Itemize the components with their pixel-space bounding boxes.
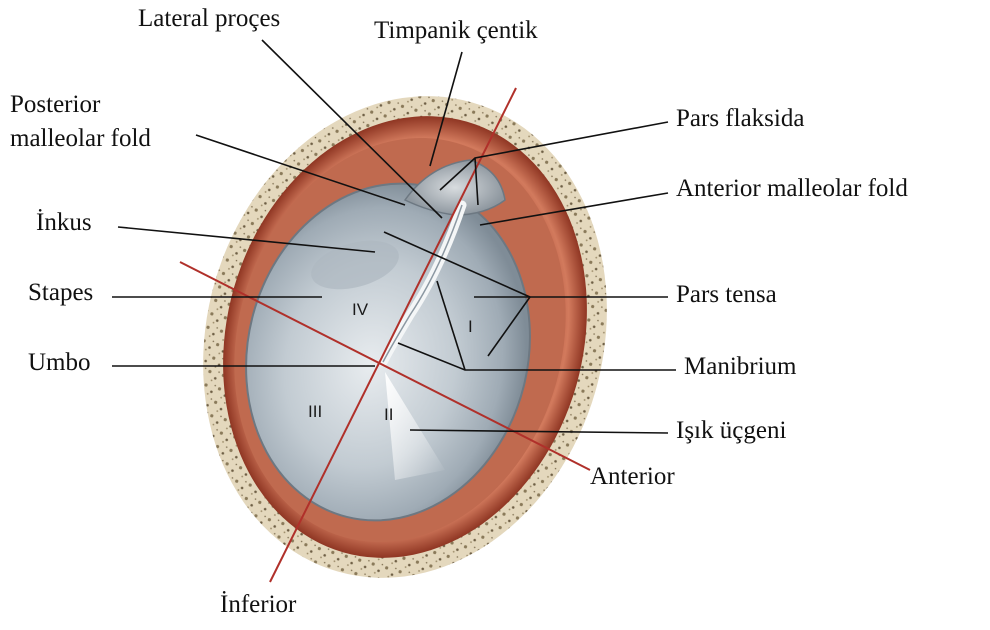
quadrant-3-label: III [308, 402, 322, 421]
quadrant-2-label: II [384, 405, 393, 424]
label-inferior: İnferior [220, 592, 296, 618]
label-inkus: İnkus [36, 210, 92, 236]
label-stapes: Stapes [28, 280, 93, 306]
label-pars-tensa: Pars tensa [676, 282, 777, 308]
label-manibrium: Manibrium [684, 354, 797, 380]
label-anterior-fold: Anterior malleolar fold [676, 176, 908, 202]
label-lateral-proces: Lateral proçes [138, 6, 280, 32]
label-pars-flaksida: Pars flaksida [676, 106, 804, 132]
quadrant-1-label: I [468, 317, 473, 336]
label-anterior: Anterior [590, 464, 675, 490]
label-posterior-fold-line1: Posterior [10, 92, 100, 118]
label-timpanik-centik: Timpanik çentik [374, 18, 538, 44]
quadrant-4-label: IV [352, 300, 369, 319]
label-isik-ucgeni: Işık üçgeni [676, 418, 786, 444]
label-posterior-fold-line2: malleolar fold [10, 126, 151, 152]
label-umbo: Umbo [28, 350, 91, 376]
